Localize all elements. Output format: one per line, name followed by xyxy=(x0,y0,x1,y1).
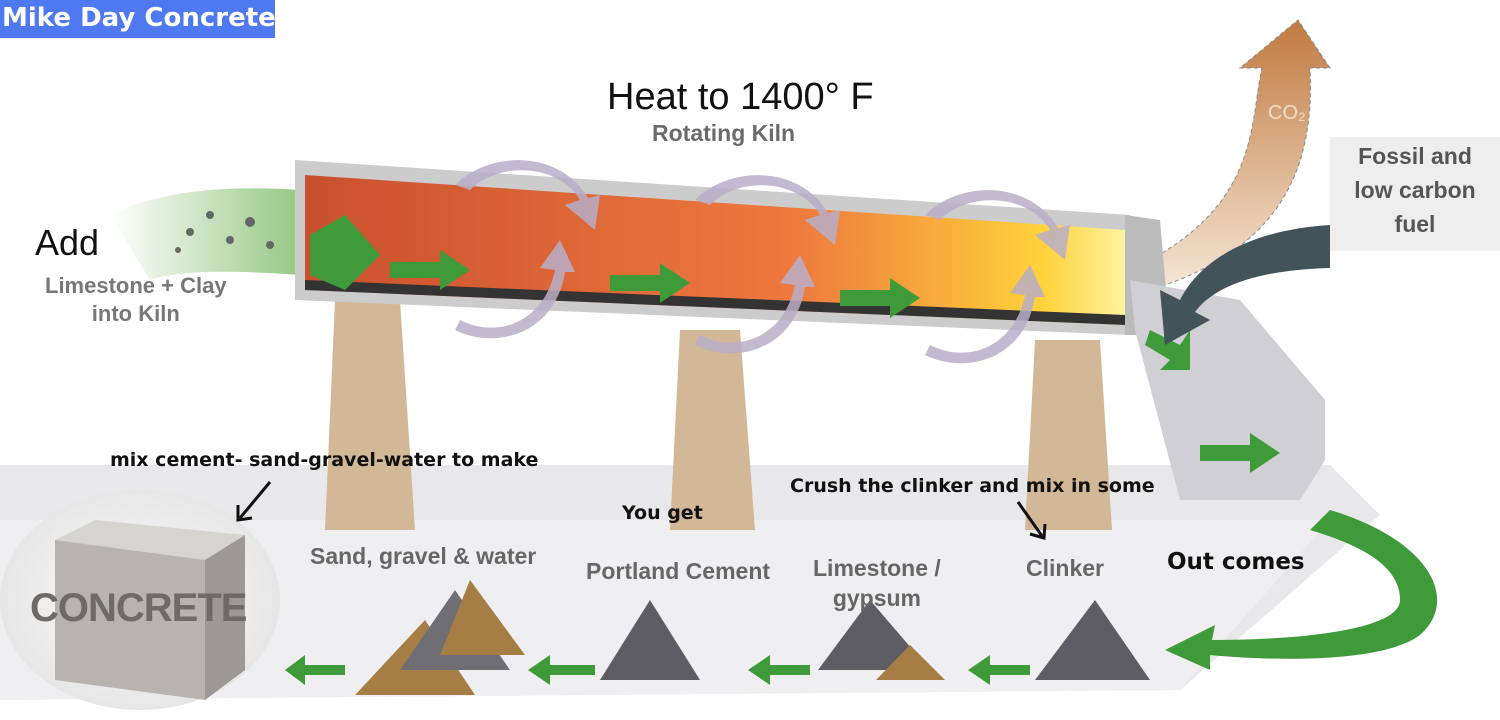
concrete-label: CONCRETE xyxy=(30,586,247,630)
raw-material-dots xyxy=(175,211,274,253)
add-label: Add xyxy=(35,222,100,263)
product-clinker-label: Clinker xyxy=(1026,555,1104,581)
output-flow-arrow xyxy=(1165,510,1438,670)
annotation-you-get: You get xyxy=(622,502,703,524)
product-sand-label: Sand, gravel & water xyxy=(310,543,537,569)
input-flow-icon xyxy=(110,188,300,280)
fuel-label-line3: fuel xyxy=(1394,211,1436,237)
product-cement-label: Portland Cement xyxy=(586,558,771,584)
co2-label: CO₂ xyxy=(1268,102,1306,124)
product-limestone-line1: Limestone / xyxy=(813,555,941,581)
kiln-label: Rotating Kiln xyxy=(652,120,796,146)
fuel-label-line2: low carbon xyxy=(1354,177,1476,203)
kiln-supports xyxy=(325,300,1112,530)
material-piles xyxy=(355,580,1150,695)
fuel-label-line1: Fossil and xyxy=(1358,143,1472,169)
input-label-line2: into Kiln xyxy=(91,301,180,326)
material-flow-arrows xyxy=(310,215,1280,473)
annotation-arrows xyxy=(236,481,1047,540)
product-limestone-line2: gypsum xyxy=(832,585,921,611)
input-label-line1: Limestone + Clay xyxy=(45,273,227,298)
fuel-label: Fossil and low carbon fuel xyxy=(1330,137,1500,251)
concrete-cube xyxy=(0,490,280,710)
product-limestone-label: Limestone / gypsum xyxy=(813,553,941,613)
input-label: Limestone + Clay into Kiln xyxy=(45,272,227,328)
annotation-mix: mix cement- sand-gravel-water to make xyxy=(110,449,539,471)
heat-label: Heat to 1400° F xyxy=(607,76,874,118)
product-flow-arrows xyxy=(285,655,1030,685)
rotation-arrows xyxy=(455,160,1070,364)
annotation-out-comes: Out comes xyxy=(1167,549,1305,575)
co2-arrow xyxy=(1149,19,1331,291)
annotation-crush: Crush the clinker and mix in some xyxy=(790,475,1155,497)
fuel-arrow xyxy=(1160,225,1330,345)
brand-title: Mike Day Concrete xyxy=(0,0,276,38)
